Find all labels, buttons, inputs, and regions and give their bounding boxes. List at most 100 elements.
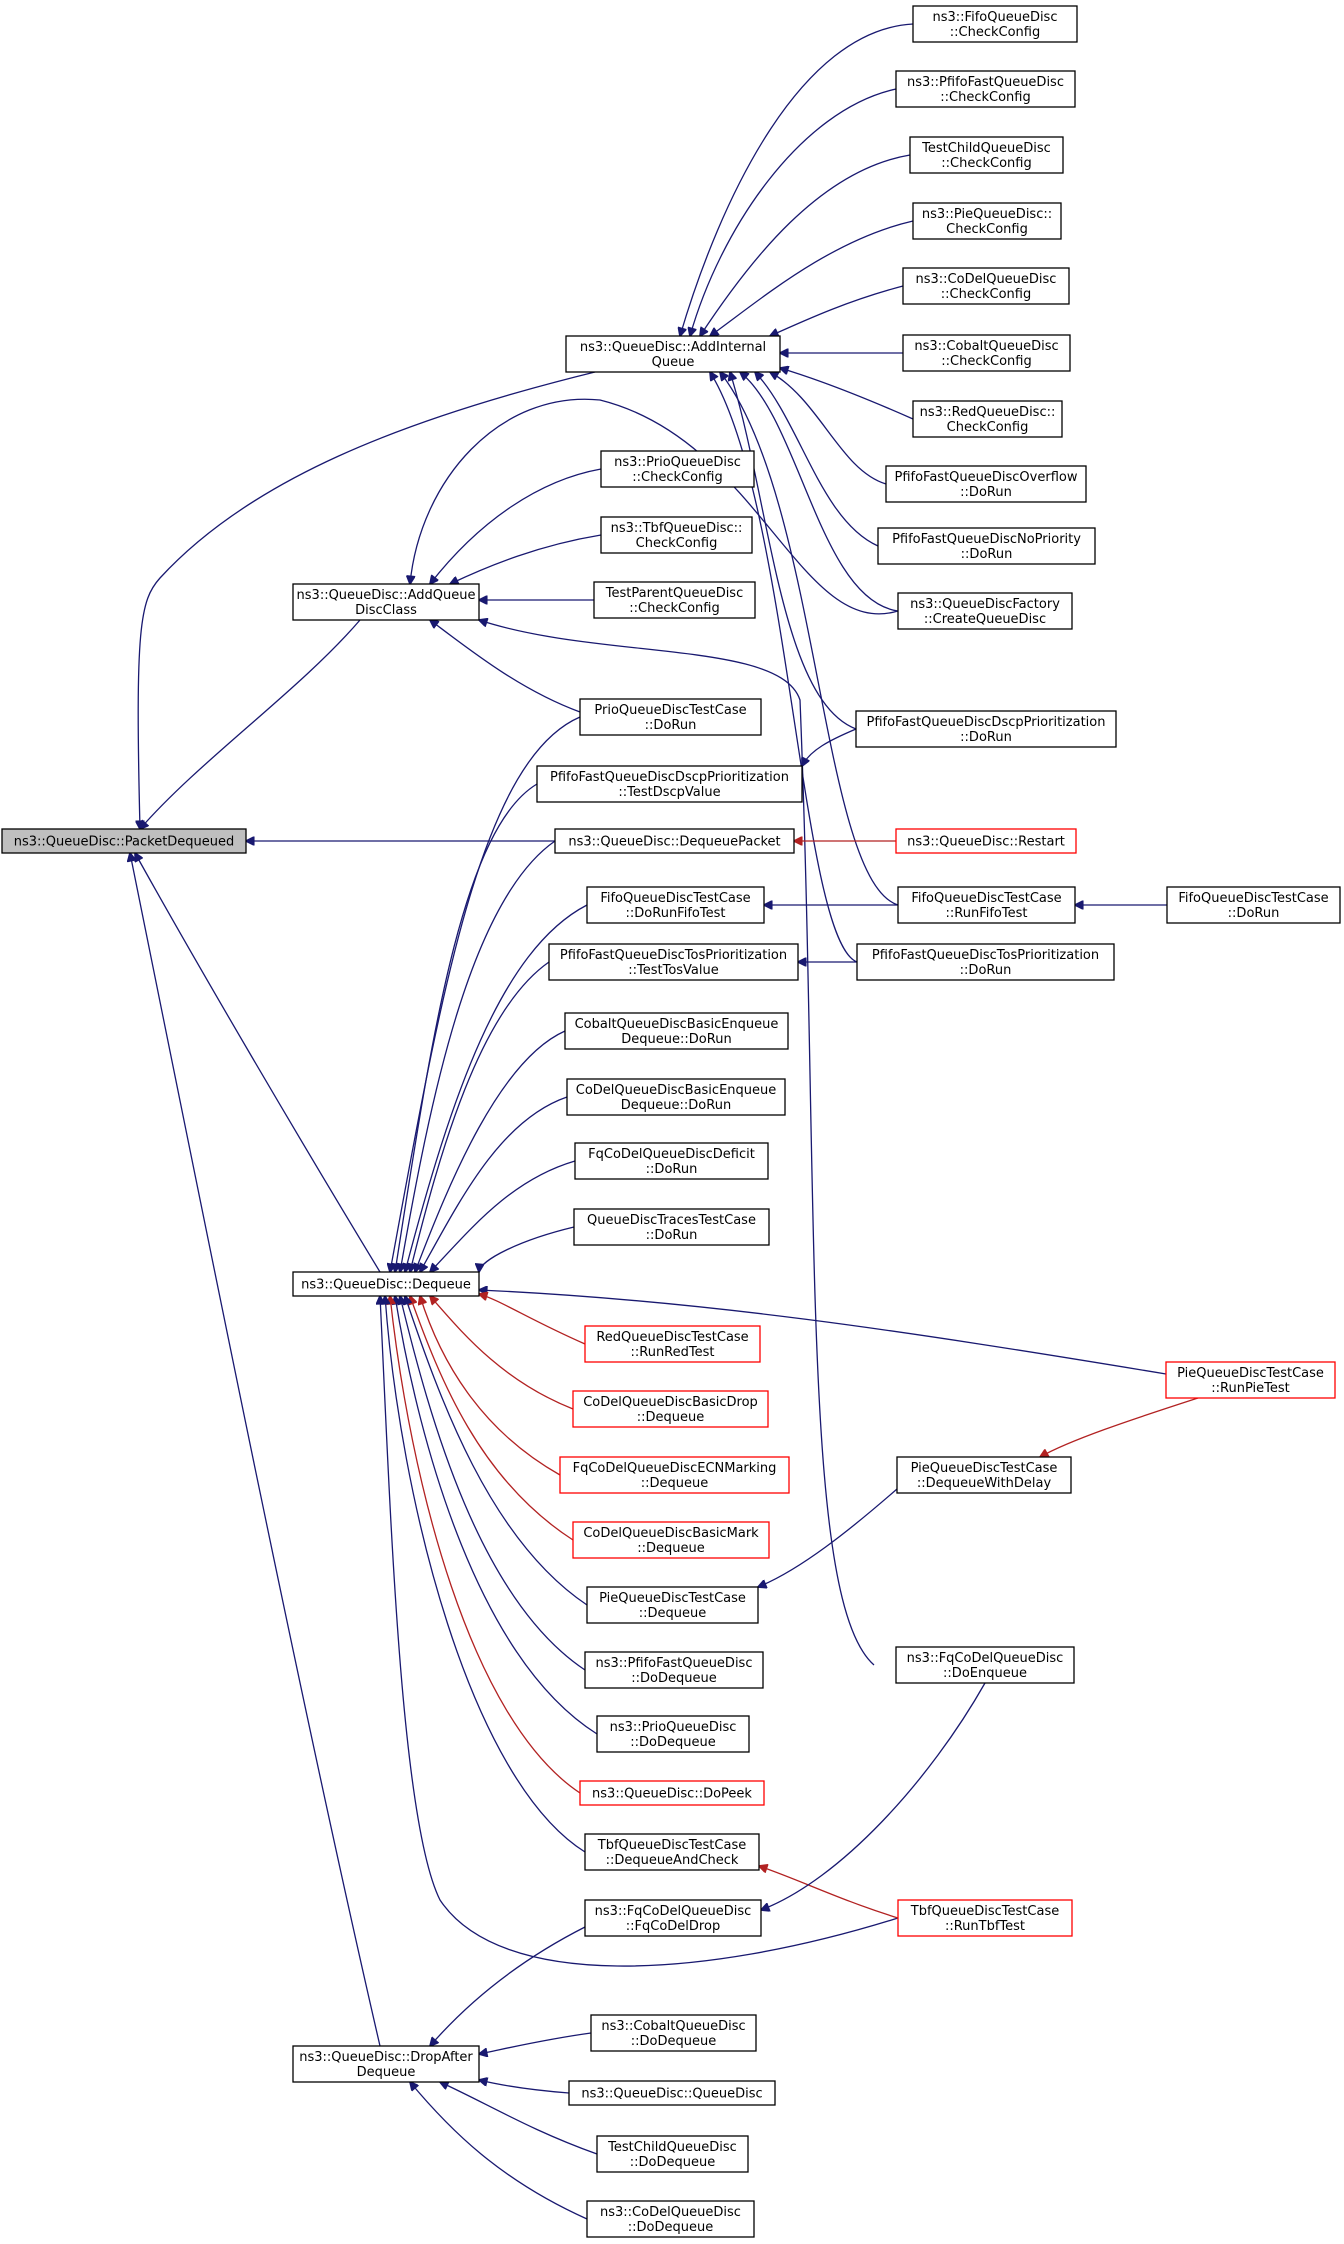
node-fqcodel-ecn[interactable]: FqCoDelQueueDiscECNMarking::Dequeue bbox=[559, 1456, 790, 1494]
call-edge bbox=[479, 2032, 592, 2054]
node-dequeue-packet[interactable]: ns3::QueueDisc::DequeuePacket bbox=[554, 828, 795, 854]
node-label: ::DequeueAndCheck bbox=[606, 1853, 739, 1868]
node-box bbox=[897, 886, 1076, 924]
node-testchild-dodequeue[interactable]: TestChildQueueDisc::DoDequeue bbox=[596, 2135, 749, 2173]
node-pie-dequeuewithdelay[interactable]: PieQueueDiscTestCase::DequeueWithDelay bbox=[896, 1456, 1072, 1494]
call-edge bbox=[479, 1294, 586, 1345]
call-edge bbox=[710, 220, 914, 336]
node-cobalt-dodequeue[interactable]: ns3::CobaltQueueDisc::DoDequeue bbox=[590, 2014, 757, 2052]
node-pie-dequeue[interactable]: PieQueueDiscTestCase::Dequeue bbox=[586, 1586, 759, 1624]
node-label: PieQueueDiscTestCase bbox=[911, 1461, 1058, 1476]
node-packet-dequeued[interactable]: ns3::QueueDisc::PacketDequeued bbox=[1, 828, 247, 854]
node-restart[interactable]: ns3::QueueDisc::Restart bbox=[895, 828, 1077, 854]
node-prio-test-dorun[interactable]: PrioQueueDiscTestCase::DoRun bbox=[579, 698, 762, 736]
node-fqcodel-drop[interactable]: ns3::FqCoDelQueueDisc::FqCoDelDrop bbox=[584, 1899, 762, 1937]
node-fifo-runfifo[interactable]: FifoQueueDiscTestCase::RunFifoTest bbox=[897, 886, 1076, 924]
node-pfifo-dscp-dorun[interactable]: PfifoFastQueueDiscDscpPrioritization::Do… bbox=[855, 710, 1117, 748]
node-label: ::DoDequeue bbox=[630, 1735, 715, 1750]
node-red-runred[interactable]: RedQueueDiscTestCase::RunRedTest bbox=[584, 1325, 761, 1363]
node-label: ::CreateQueueDisc bbox=[924, 612, 1046, 627]
node-label: ns3::QueueDisc::Dequeue bbox=[301, 1278, 471, 1293]
node-label: ::Dequeue bbox=[639, 1606, 707, 1621]
node-label: TbfQueueDiscTestCase bbox=[597, 1838, 746, 1853]
node-fifo-dorunfifo[interactable]: FifoQueueDiscTestCase::DoRunFifoTest bbox=[586, 886, 765, 924]
node-traces-dorun[interactable]: QueueDiscTracesTestCase::DoRun bbox=[573, 1208, 770, 1246]
node-label: Dequeue::DoRun bbox=[621, 1032, 731, 1047]
node-dequeue[interactable]: ns3::QueueDisc::Dequeue bbox=[292, 1271, 480, 1297]
node-pfifo-nopriority[interactable]: PfifoFastQueueDiscNoPriority::DoRun bbox=[877, 527, 1096, 565]
call-edge bbox=[740, 372, 899, 612]
node-pfifo-dodequeue[interactable]: ns3::PfifoFastQueueDisc::DoDequeue bbox=[584, 1651, 764, 1689]
node-label: CheckConfig bbox=[946, 222, 1028, 237]
node-tbf-dequeueandcheck[interactable]: TbfQueueDiscTestCase::DequeueAndCheck bbox=[584, 1833, 760, 1871]
node-box bbox=[568, 2080, 776, 2106]
node-dopeek[interactable]: ns3::QueueDisc::DoPeek bbox=[579, 1780, 765, 1806]
node-codel-basicdrop[interactable]: CoDelQueueDiscBasicDrop::Dequeue bbox=[572, 1390, 769, 1428]
call-edge bbox=[755, 372, 879, 547]
call-edge bbox=[430, 1160, 576, 1272]
node-box bbox=[897, 1899, 1073, 1937]
node-box bbox=[909, 136, 1064, 174]
node-codel-check[interactable]: ns3::CoDelQueueDisc::CheckConfig bbox=[902, 267, 1070, 305]
node-prio-check[interactable]: ns3::PrioQueueDisc::CheckConfig bbox=[600, 450, 755, 488]
node-cobalt-basic[interactable]: CobaltQueueDiscBasicEnqueueDequeue::DoRu… bbox=[564, 1012, 789, 1050]
node-pfifo-fast-check[interactable]: ns3::PfifoFastQueueDisc::CheckConfig bbox=[895, 70, 1076, 108]
node-codel-dodequeue[interactable]: ns3::CoDelQueueDisc::DoDequeue bbox=[586, 2200, 755, 2238]
node-fifo-dorun[interactable]: FifoQueueDiscTestCase::DoRun bbox=[1166, 886, 1341, 924]
call-edge bbox=[710, 372, 858, 963]
call-edge bbox=[130, 853, 381, 2047]
node-label: PfifoFastQueueDiscTosPrioritization bbox=[872, 948, 1099, 963]
call-edge bbox=[420, 1296, 561, 1476]
node-cobalt-check[interactable]: ns3::CobaltQueueDisc::CheckConfig bbox=[902, 334, 1071, 372]
node-red-check[interactable]: ns3::RedQueueDisc::CheckConfig bbox=[912, 400, 1063, 438]
call-edge bbox=[410, 961, 550, 1272]
node-pfifo-dscp-testvalue[interactable]: PfifoFastQueueDiscDscpPrioritization::Te… bbox=[536, 765, 803, 803]
node-box bbox=[586, 1586, 759, 1624]
node-label: CoDelQueueDiscBasicMark bbox=[583, 1526, 759, 1541]
node-box bbox=[912, 5, 1078, 43]
node-label: PieQueueDiscTestCase bbox=[599, 1591, 746, 1606]
node-label: ::CheckConfig bbox=[632, 470, 722, 485]
node-pie-check[interactable]: ns3::PieQueueDisc::CheckConfig bbox=[912, 202, 1062, 240]
node-fqcodel-deficit[interactable]: FqCoDelQueueDiscDeficit::DoRun bbox=[574, 1142, 769, 1180]
node-fqcodel-doenqueue[interactable]: ns3::FqCoDelQueueDisc::DoEnqueue bbox=[895, 1646, 1075, 1684]
node-pfifo-tos-dorun[interactable]: PfifoFastQueueDiscTosPrioritization::DoR… bbox=[856, 943, 1115, 981]
node-tbf-check[interactable]: ns3::TbfQueueDisc::CheckConfig bbox=[600, 516, 753, 554]
node-factory-create[interactable]: ns3::QueueDiscFactory::CreateQueueDisc bbox=[897, 592, 1073, 630]
node-label: ::DoRun bbox=[960, 963, 1012, 978]
node-box bbox=[885, 465, 1087, 503]
call-edge bbox=[405, 1296, 588, 1606]
node-box bbox=[536, 765, 803, 803]
node-label: ns3::PfifoFastQueueDisc bbox=[907, 75, 1064, 90]
node-prio-dodequeue[interactable]: ns3::PrioQueueDisc::DoDequeue bbox=[596, 1715, 750, 1753]
node-tbf-runtbf[interactable]: TbfQueueDiscTestCase::RunTbfTest bbox=[897, 1899, 1073, 1937]
call-edge bbox=[430, 468, 602, 584]
node-box bbox=[292, 1271, 480, 1297]
node-pie-runpie[interactable]: PieQueueDiscTestCase::RunPieTest bbox=[1165, 1361, 1336, 1399]
node-test-child-check[interactable]: TestChildQueueDisc::CheckConfig bbox=[909, 136, 1064, 174]
call-edge bbox=[400, 840, 556, 1272]
call-edge bbox=[430, 1926, 586, 2046]
node-test-parent-check[interactable]: TestParentQueueDisc::CheckConfig bbox=[593, 581, 756, 619]
node-box bbox=[572, 1521, 770, 1559]
node-label: TestParentQueueDisc bbox=[605, 586, 743, 601]
node-codel-basicmark[interactable]: CoDelQueueDiscBasicMark::Dequeue bbox=[572, 1521, 770, 1559]
node-label: ns3::QueueDiscFactory bbox=[910, 597, 1060, 612]
call-edge bbox=[700, 154, 911, 336]
node-label: PrioQueueDiscTestCase bbox=[594, 703, 746, 718]
node-label: ::CheckConfig bbox=[629, 601, 719, 616]
node-label: ns3::QueueDisc::QueueDisc bbox=[581, 2087, 762, 2102]
call-edge bbox=[479, 1226, 575, 1272]
node-label: RedQueueDiscTestCase bbox=[596, 1330, 748, 1345]
call-edge bbox=[390, 716, 581, 1272]
node-label: ::CheckConfig bbox=[941, 156, 1031, 171]
node-pfifo-overflow[interactable]: PfifoFastQueueDiscOverflow::DoRun bbox=[885, 465, 1087, 503]
node-queuedisc-ctor[interactable]: ns3::QueueDisc::QueueDisc bbox=[568, 2080, 776, 2106]
node-fifo-check[interactable]: ns3::FifoQueueDisc::CheckConfig bbox=[912, 5, 1078, 43]
node-pfifo-tos-testvalue[interactable]: PfifoFastQueueDiscTosPrioritization::Tes… bbox=[548, 943, 799, 981]
call-edge bbox=[780, 368, 914, 420]
